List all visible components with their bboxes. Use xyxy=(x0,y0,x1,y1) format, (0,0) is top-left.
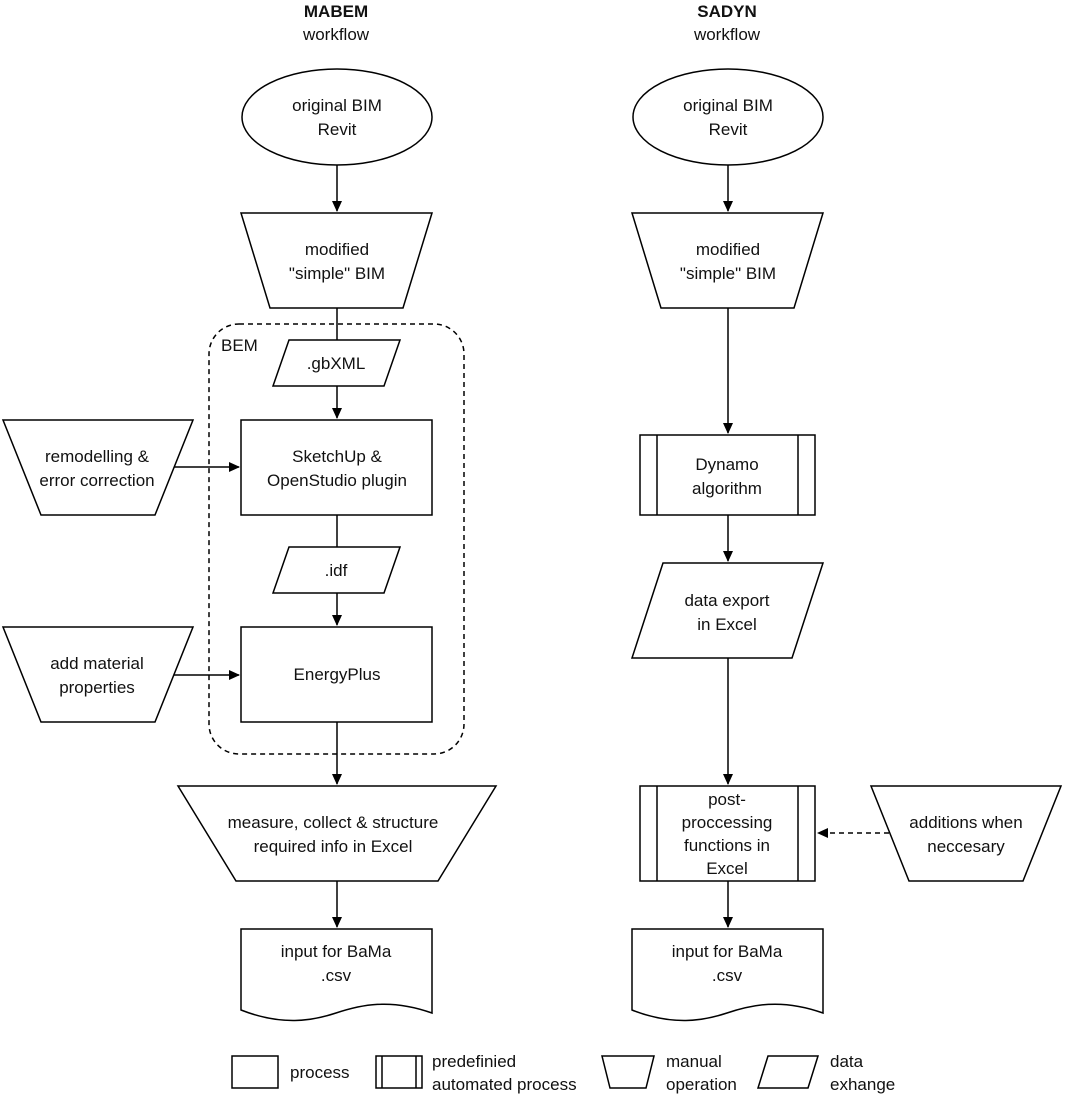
post-processing-predefined-process: post- proccessing functions in Excel xyxy=(639,785,816,882)
sadyn-modified-bim-manual-operation: modified "simple" BIM xyxy=(630,212,825,309)
legend-predefined-line1: predefinied xyxy=(432,1052,516,1071)
post-line3: functions in xyxy=(684,836,770,855)
remodelling-line1: remodelling & xyxy=(45,447,150,466)
mabem-input-line2: .csv xyxy=(321,966,352,985)
data-export-data-exchange: data export in Excel xyxy=(630,562,825,659)
sadyn-modified-bim-line1: modified xyxy=(696,240,760,259)
sadyn-input-document: input for BaMa .csv xyxy=(631,928,824,1022)
measure-manual-operation: measure, collect & structure required in… xyxy=(176,785,498,882)
additions-line1: additions when xyxy=(909,813,1022,832)
remodelling-line2: error correction xyxy=(39,471,154,490)
post-line2: proccessing xyxy=(682,813,773,832)
legend-manual-line1: manual xyxy=(666,1052,722,1071)
idf-data-exchange: .idf xyxy=(271,546,402,594)
sadyn-input-line1: input for BaMa xyxy=(672,942,783,961)
legend: process predefinied automated process ma… xyxy=(231,1052,895,1094)
legend-data-line1: data xyxy=(830,1052,864,1071)
add-material-line2: properties xyxy=(59,678,135,697)
legend-data-line2: exhange xyxy=(830,1075,895,1094)
gbxml-data-exchange: .gbXML xyxy=(271,339,402,387)
legend-process-shape xyxy=(231,1055,279,1089)
energyplus-process: EnergyPlus xyxy=(240,626,433,723)
post-line1: post- xyxy=(708,790,746,809)
additions-manual-operation: additions when neccesary xyxy=(869,785,1063,882)
legend-predefined-shape xyxy=(375,1055,423,1089)
sketchup-process: SketchUp & OpenStudio plugin xyxy=(240,419,433,516)
sketchup-line1: SketchUp & xyxy=(292,447,382,466)
legend-data-shape xyxy=(756,1055,820,1089)
mabem-original-bim-ellipse: original BIM Revit xyxy=(241,68,433,166)
data-export-line2: in Excel xyxy=(697,615,757,634)
measure-line1: measure, collect & structure xyxy=(228,813,439,832)
remodelling-manual-operation: remodelling & error correction xyxy=(1,419,195,516)
mabem-modified-bim-manual-operation: modified "simple" BIM xyxy=(239,212,434,309)
mabem-original-bim-line2: Revit xyxy=(318,120,357,139)
additions-line2: neccesary xyxy=(927,837,1005,856)
sadyn-modified-bim-line2: "simple" BIM xyxy=(680,264,776,283)
gbxml-label: .gbXML xyxy=(307,354,366,373)
sketchup-line2: OpenStudio plugin xyxy=(267,471,407,490)
post-line4: Excel xyxy=(706,859,748,878)
add-material-manual-operation: add material properties xyxy=(1,626,195,723)
bem-label: BEM xyxy=(221,336,258,355)
dynamo-line1: Dynamo xyxy=(695,455,758,474)
idf-label: .idf xyxy=(325,561,348,580)
mabem-input-line1: input for BaMa xyxy=(281,942,392,961)
add-material-line1: add material xyxy=(50,654,144,673)
energyplus-label: EnergyPlus xyxy=(294,665,381,684)
mabem-title: MABEM xyxy=(304,2,368,21)
sadyn-title: SADYN xyxy=(697,2,757,21)
sadyn-subtitle: workflow xyxy=(693,25,761,44)
measure-line2: required info in Excel xyxy=(254,837,413,856)
dynamo-predefined-process: Dynamo algorithm xyxy=(639,434,816,516)
sadyn-original-bim-line1: original BIM xyxy=(683,96,773,115)
legend-manual-line2: operation xyxy=(666,1075,737,1094)
legend-predefined-line2: automated process xyxy=(432,1075,577,1094)
mabem-input-document: input for BaMa .csv xyxy=(240,928,433,1022)
dynamo-line2: algorithm xyxy=(692,479,762,498)
sadyn-original-bim-ellipse: original BIM Revit xyxy=(632,68,824,166)
mabem-modified-bim-line2: "simple" BIM xyxy=(289,264,385,283)
mabem-modified-bim-line1: modified xyxy=(305,240,369,259)
legend-manual-shape xyxy=(601,1055,655,1089)
mabem-original-bim-line1: original BIM xyxy=(292,96,382,115)
sadyn-input-line2: .csv xyxy=(712,966,743,985)
data-export-line1: data export xyxy=(684,591,769,610)
sadyn-original-bim-line2: Revit xyxy=(709,120,748,139)
mabem-subtitle: workflow xyxy=(302,25,370,44)
legend-process-label: process xyxy=(290,1063,350,1082)
